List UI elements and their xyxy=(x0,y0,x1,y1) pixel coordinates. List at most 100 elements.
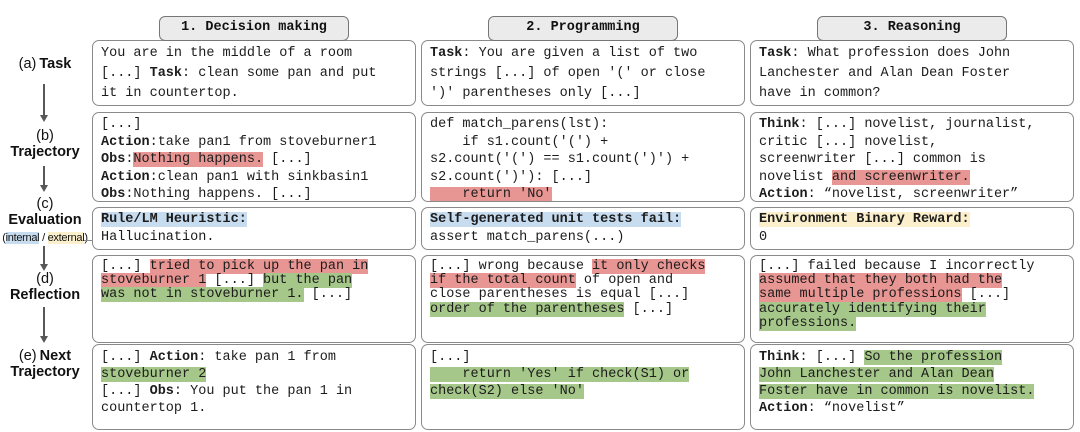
text-segment: :clean pan1 with sinkbasin1 xyxy=(149,169,369,185)
text-segment: Task xyxy=(149,66,183,81)
text-segment: :Nothing happens. [...] xyxy=(125,187,312,202)
text-segment: : clean some pan and put it in counterto… xyxy=(101,66,377,101)
text-segment: Task xyxy=(759,46,792,61)
text-segment: :take pan1 from stoveburner1 xyxy=(149,134,377,150)
text-segment: Action xyxy=(101,134,150,150)
flow-step-trajectory: (b)Trajectory xyxy=(0,128,90,160)
reflection-box-reasoning: [...] failed because I incorrectly assum… xyxy=(750,255,1074,343)
text-segment: assumed that they both had the same mult… xyxy=(759,273,1003,303)
text-segment: Task xyxy=(430,46,463,61)
flow-step-title: Task xyxy=(39,56,72,72)
flow-step-title: Reflection xyxy=(9,287,81,303)
text-segment: [...] xyxy=(303,287,353,303)
next-trajectory-box-reasoning: Think: [...] So the profession John Lanc… xyxy=(750,344,1074,430)
text-segment: Nothing happens. xyxy=(133,152,264,167)
text-segment: Think xyxy=(759,117,800,132)
text-segment: ) xyxy=(84,232,88,244)
text-segment: internal xyxy=(5,232,40,244)
flow-step-title: Trajectory xyxy=(10,144,80,160)
text-segment: [...] xyxy=(624,301,674,317)
evaluation-box-programming: Self-generated unit tests fail: assert m… xyxy=(421,207,745,250)
text-segment: [...] xyxy=(969,287,1011,303)
flow-step-prefix: (e) xyxy=(18,348,37,364)
text-segment: Action xyxy=(101,169,150,185)
reflection-box-programming: [...] wrong because it only checks if th… xyxy=(421,255,745,343)
text-segment: Hallucination. xyxy=(101,230,215,245)
task-box-decision: You are in the middle of a room [...] Ta… xyxy=(92,40,416,106)
text-segment: Obs xyxy=(149,384,174,399)
flow-step-reflection: (d)Reflection xyxy=(0,271,90,303)
text-segment: [...] xyxy=(206,273,264,289)
flow-step-next-trajectory: (e)Next Trajectory xyxy=(0,348,90,380)
text-segment: of open and close parentheses is equal [… xyxy=(430,273,690,303)
flow-arrow-2 xyxy=(39,166,48,192)
text-segment: Action xyxy=(149,350,199,365)
text-segment: Rule/LM Heuristic: xyxy=(101,212,247,227)
text-segment: : “novelist, screenwriter” xyxy=(807,187,1019,202)
text-segment: Action xyxy=(759,401,808,416)
text-segment: Action xyxy=(759,187,808,202)
flow-step-title: Next Trajectory xyxy=(10,348,80,380)
flow-step-title: Evaluation xyxy=(8,212,82,228)
column-tab-programming: 2. Programming xyxy=(488,16,678,41)
text-segment: [...] xyxy=(271,152,312,167)
next-trajectory-box-decision: [...] Action: take pan 1 from stoveburne… xyxy=(92,344,416,430)
text-segment: and screenwriter. xyxy=(831,169,970,185)
text-segment: : take pan 1 from xyxy=(198,350,336,365)
flow-step-prefix: (a) xyxy=(18,56,37,72)
text-segment: Obs xyxy=(101,187,126,202)
evaluation-box-reasoning: Environment Binary Reward: 0 xyxy=(750,207,1074,250)
column-tab-reasoning: 3. Reasoning xyxy=(817,16,1007,41)
evaluation-connector-line xyxy=(84,240,92,242)
text-segment: external xyxy=(47,232,85,244)
text-segment: : What profession does John Lanchester a… xyxy=(759,46,1011,101)
text-segment: [...] xyxy=(101,350,150,365)
text-segment: : You put the pan 1 in countertop 1. xyxy=(101,384,353,416)
text-segment: ( xyxy=(2,232,6,244)
text-segment: : [...] xyxy=(799,350,865,365)
text-segment: return 'Yes' if check(S1) or check(S2) e… xyxy=(430,367,690,399)
flow-step-prefix: (c) xyxy=(36,196,54,212)
text-segment: : [...] novelist, journalist, critic [..… xyxy=(759,117,1035,185)
text-segment: return 'No' xyxy=(430,187,552,202)
flow-arrow-4 xyxy=(39,307,48,343)
text-segment: assert match_parens(...) xyxy=(430,230,625,245)
text-segment: stoveburner 2 xyxy=(101,367,207,382)
text-segment: Self-generated unit tests fail: xyxy=(430,212,682,227)
trajectory-box-programming: def match_parens(lst): if s1.count('(') … xyxy=(421,112,745,202)
text-segment: : You are given a list of two strings [.… xyxy=(430,46,706,101)
flow-step-prefix: (b) xyxy=(36,128,54,144)
text-segment: accurately identifying their professions… xyxy=(759,301,986,331)
text-segment: [...] xyxy=(430,350,471,365)
flow-step-task: (a)Task xyxy=(0,56,90,72)
flow-step-prefix: (d) xyxy=(36,271,54,287)
column-tab-decision-making: 1. Decision making xyxy=(159,16,349,41)
evaluation-box-decision: Rule/LM Heuristic: Hallucination. xyxy=(92,207,416,250)
task-box-programming: Task: You are given a list of two string… xyxy=(421,40,745,106)
text-segment: [...] xyxy=(101,259,150,274)
flow-step-evaluation: (c)Evaluation (internal / external) xyxy=(0,196,90,246)
flow-arrow-3 xyxy=(39,246,48,271)
text-segment: : “novelist” xyxy=(807,401,905,416)
text-segment: You are in the middle of a room [...] xyxy=(101,46,353,81)
text-segment: [...] wrong because xyxy=(430,259,593,274)
trajectory-box-reasoning: Think: [...] novelist, journalist, criti… xyxy=(750,112,1074,202)
reflection-box-decision: [...] tried to pick up the pan in stoveb… xyxy=(92,255,416,343)
task-box-reasoning: Task: What profession does John Lanchest… xyxy=(750,40,1074,106)
text-segment: def match_parens(lst): if s1.count('(') … xyxy=(430,117,690,185)
text-segment: : xyxy=(125,152,134,167)
flow-arrow-1 xyxy=(39,84,48,122)
evaluation-internal-external-label: (internal / external) xyxy=(0,230,90,246)
text-segment: So the profession John Lanchester and Al… xyxy=(759,350,1035,399)
text-segment: Obs xyxy=(101,152,126,167)
next-trajectory-box-programming: [...] return 'Yes' if check(S1) or check… xyxy=(421,344,745,430)
text-segment: [...] xyxy=(101,117,142,132)
text-segment: [...] failed because I incorrectly xyxy=(759,259,1035,274)
text-segment: [...] xyxy=(101,384,142,399)
text-segment: order of the parentheses xyxy=(430,301,625,317)
text-segment: / xyxy=(39,232,48,244)
trajectory-box-decision: [...] Action:take pan1 from stoveburner1… xyxy=(92,112,416,202)
text-segment: Think xyxy=(759,350,800,365)
text-segment: Environment Binary Reward: xyxy=(759,212,970,227)
